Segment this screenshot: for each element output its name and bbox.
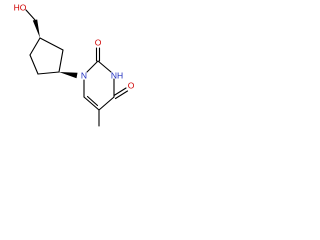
bond-ch2-oh — [25, 9, 36, 21]
bond-c4-o-right-a — [113, 87, 127, 97]
bond-cp-right-upper — [39, 37, 64, 51]
molecule-svg: HO O O N NH — [14, 2, 135, 127]
bond-cp-left-bottom — [29, 54, 39, 75]
wedge-bond-n1 — [59, 72, 78, 79]
bond-c5-c6-inner — [86, 95, 99, 107]
atom-label-hydroxyl: HO — [14, 2, 27, 12]
bond-cp-right-lower — [58, 49, 64, 73]
atom-label-o-top: O — [95, 37, 102, 47]
atom-label-n1: N — [81, 70, 87, 80]
bond-cp-top-left — [29, 37, 41, 56]
structure-diagram: HO O O N NH — [0, 0, 150, 150]
bond-c4-c5 — [98, 96, 115, 111]
bond-c4-o-right-b — [114, 90, 129, 100]
bond-c5-c6 — [83, 96, 100, 111]
bond-cp-bottom — [37, 71, 60, 75]
wedge-bond-ch2 — [32, 19, 40, 38]
atom-label-o-right: O — [128, 80, 135, 90]
bond-c2-n3 — [97, 60, 112, 73]
bond-n1-c2 — [86, 60, 99, 73]
atom-label-nh: NH — [111, 70, 123, 80]
